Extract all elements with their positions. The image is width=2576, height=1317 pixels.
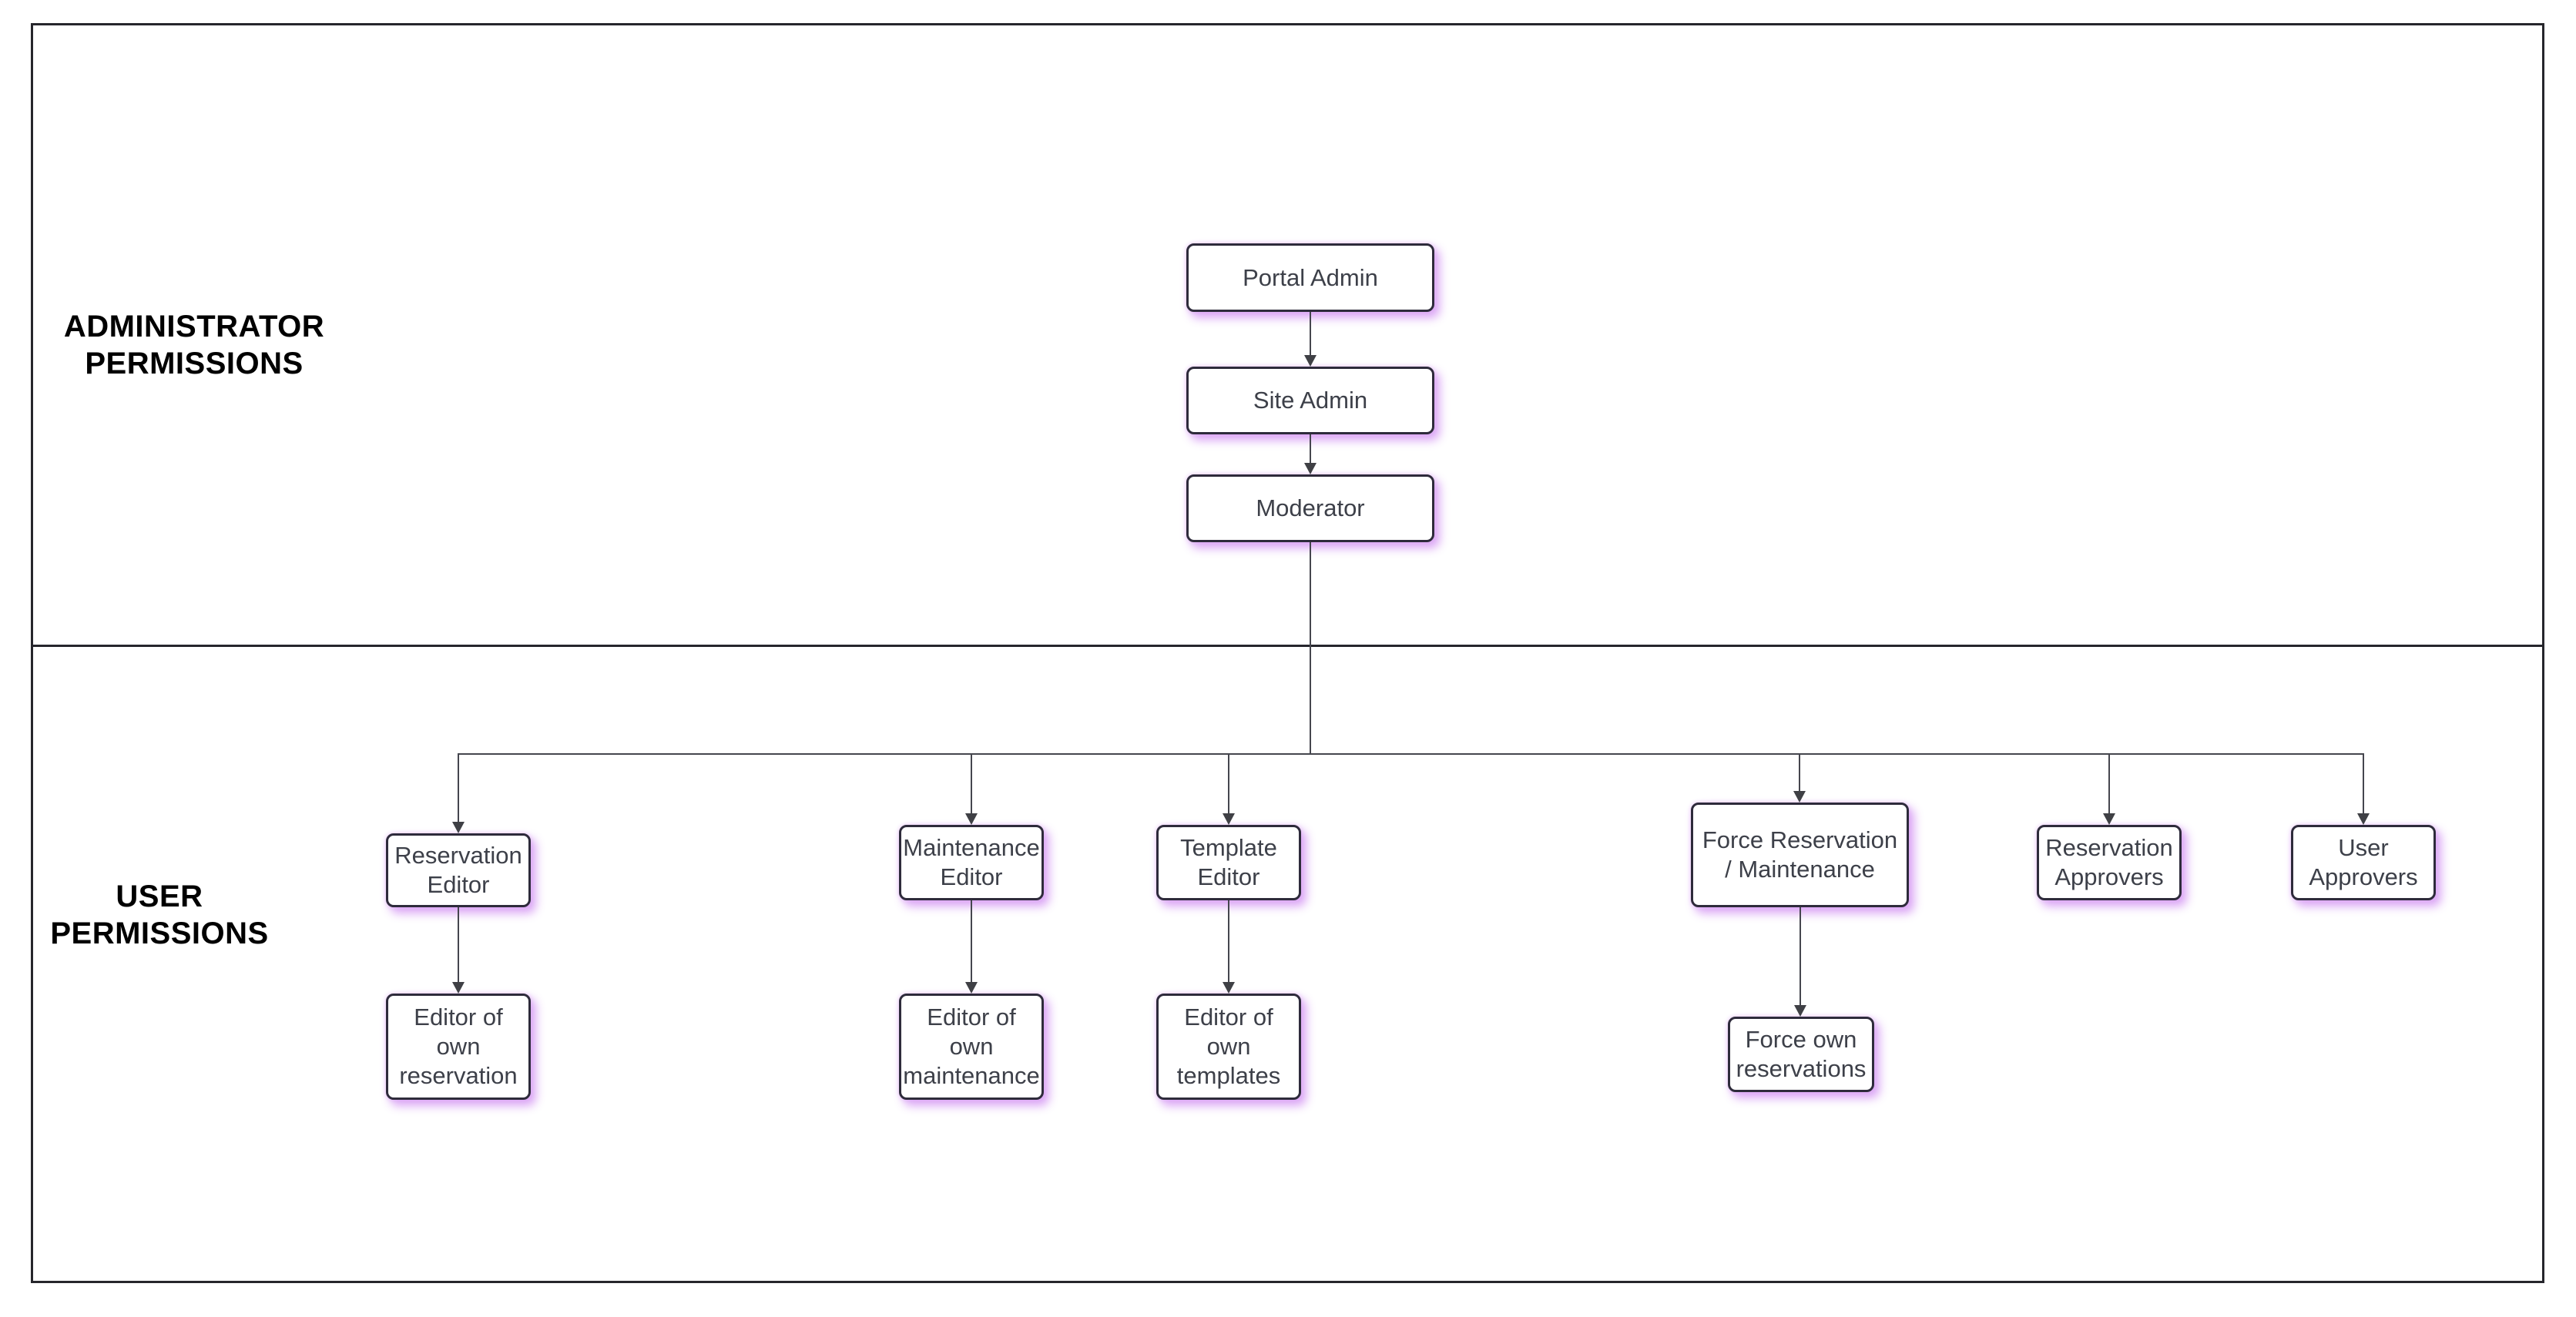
arrowhead-editor-of-own-maintenance (965, 982, 978, 994)
node-portal-admin: Portal Admin (1186, 243, 1434, 312)
arrowhead-editor-of-own-reservation (452, 982, 465, 994)
section-divider-line (31, 645, 2544, 647)
node-reservation-approvers: Reservation Approvers (2037, 825, 2182, 900)
arrowhead-site-admin (1304, 355, 1317, 367)
arrowhead-reservation-approvers (2103, 813, 2115, 825)
node-maintenance-editor-label: Maintenance Editor (903, 834, 1040, 890)
connector-site-to-moderator (1310, 434, 1311, 464)
connector-branch-bus (458, 753, 2364, 755)
connector-bus-to-reservation-approvers (2108, 753, 2110, 813)
arrowhead-maintenance-editor (965, 813, 978, 825)
node-editor-of-own-maintenance: Editor of own maintenance (899, 994, 1044, 1100)
connector-bus-to-force-reservation (1799, 753, 1800, 791)
section-label-administrator-line2: PERMISSIONS (85, 347, 304, 380)
node-reservation-editor-label: Reservation Editor (394, 842, 522, 898)
node-force-reservation-maintenance-label: Force Reservation / Maintenance (1702, 826, 1898, 883)
node-site-admin: Site Admin (1186, 367, 1434, 434)
connector-bus-to-template-editor (1228, 753, 1229, 813)
connector-maintenance-editor-to-child (971, 900, 972, 982)
node-portal-admin-label: Portal Admin (1243, 263, 1378, 291)
node-editor-of-own-reservation-label: Editor of own reservation (399, 1004, 518, 1089)
node-moderator: Moderator (1186, 474, 1434, 542)
section-label-administrator-line1: ADMINISTRATOR (63, 310, 325, 343)
node-template-editor: Template Editor (1156, 825, 1301, 900)
node-force-reservation-maintenance: Force Reservation / Maintenance (1691, 803, 1909, 907)
arrowhead-editor-of-own-templates (1223, 982, 1235, 994)
connector-bus-to-maintenance-editor (971, 753, 972, 813)
connector-force-reservation-to-child (1800, 907, 1801, 1005)
connector-moderator-to-bus (1310, 542, 1311, 753)
connector-bus-to-user-approvers (2363, 753, 2364, 813)
node-template-editor-label: Template Editor (1180, 834, 1277, 890)
node-maintenance-editor: Maintenance Editor (899, 825, 1044, 900)
arrowhead-reservation-editor (452, 822, 465, 833)
node-reservation-editor: Reservation Editor (386, 833, 531, 907)
node-site-admin-label: Site Admin (1253, 387, 1368, 414)
node-editor-of-own-maintenance-label: Editor of own maintenance (903, 1004, 1040, 1089)
arrowhead-user-approvers (2357, 813, 2370, 825)
section-label-user-line1: USER (116, 880, 203, 913)
section-label-user-line2: PERMISSIONS (50, 917, 269, 950)
node-editor-of-own-reservation: Editor of own reservation (386, 994, 531, 1100)
arrowhead-template-editor (1223, 813, 1235, 825)
node-reservation-approvers-label: Reservation Approvers (2045, 834, 2173, 890)
connector-bus-to-reservation-editor (458, 753, 459, 822)
node-user-approvers: User Approvers (2291, 825, 2436, 900)
node-moderator-label: Moderator (1256, 494, 1365, 521)
arrowhead-force-reservation (1793, 791, 1806, 803)
node-force-own-reservations-label: Force own reservations (1736, 1026, 1867, 1082)
section-label-user: USER PERMISSIONS (5, 878, 314, 952)
arrowhead-force-own-reservations (1794, 1005, 1806, 1017)
connector-portal-to-site (1310, 312, 1311, 356)
outer-frame (31, 23, 2544, 1283)
node-editor-of-own-templates-label: Editor of own templates (1176, 1004, 1281, 1089)
arrowhead-moderator (1304, 463, 1317, 474)
node-force-own-reservations: Force own reservations (1728, 1017, 1874, 1092)
connector-template-editor-to-child (1228, 900, 1229, 982)
connector-reservation-editor-to-child (458, 907, 459, 982)
section-label-administrator: ADMINISTRATOR PERMISSIONS (40, 308, 348, 382)
node-editor-of-own-templates: Editor of own templates (1156, 994, 1301, 1100)
node-user-approvers-label: User Approvers (2309, 834, 2418, 890)
